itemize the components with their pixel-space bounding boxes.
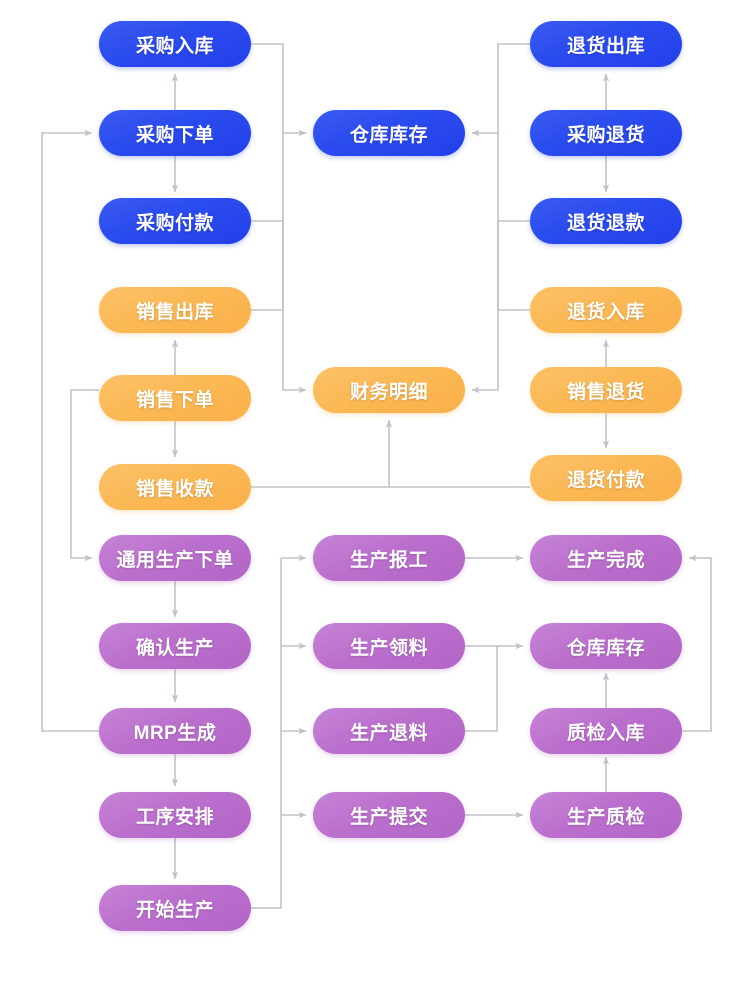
edge-return-inbound-to-warehouse <box>497 133 530 311</box>
node-label: 退货付款 <box>566 469 645 491</box>
node-label: 退货出库 <box>566 35 645 57</box>
node-n8[interactable]: 确认生产 <box>99 623 251 669</box>
node-label: 销售出库 <box>135 301 214 323</box>
node-r8[interactable]: 仓库库存 <box>530 623 682 669</box>
edge-purchase-inbound-to-warehouse <box>251 43 307 137</box>
node-label: 生产领料 <box>349 637 428 659</box>
edge-sales-order-to-production-order <box>70 389 99 562</box>
node-n2[interactable]: 采购下单 <box>99 110 251 156</box>
node-label: 通用生产下单 <box>116 549 234 571</box>
node-label: 生产退料 <box>349 722 428 744</box>
node-r9[interactable]: 质检入库 <box>530 708 682 754</box>
node-n5[interactable]: 销售下单 <box>99 375 251 421</box>
node-n6[interactable]: 销售收款 <box>99 464 251 510</box>
node-n11[interactable]: 开始生产 <box>99 885 251 931</box>
node-label: 生产报工 <box>349 549 428 571</box>
edge-material-return-to-warehouse2 <box>465 646 498 732</box>
node-label: 生产完成 <box>566 549 645 571</box>
node-label: 采购入库 <box>135 35 214 57</box>
edge-mrp-to-purchase-order <box>41 129 99 732</box>
node-n3[interactable]: 采购付款 <box>99 198 251 244</box>
node-label: 销售下单 <box>135 389 214 411</box>
node-m4[interactable]: 生产领料 <box>313 623 465 669</box>
edge-qc-inbound-to-production-complete <box>682 554 712 732</box>
node-r6[interactable]: 退货付款 <box>530 455 682 501</box>
edge-start-production-trunk <box>251 558 282 909</box>
node-r3[interactable]: 退货退款 <box>530 198 682 244</box>
node-r7[interactable]: 生产完成 <box>530 535 682 581</box>
node-label: 采购下单 <box>135 124 214 146</box>
node-n7[interactable]: 通用生产下单 <box>99 535 251 581</box>
node-m5[interactable]: 生产退料 <box>313 708 465 754</box>
node-label: MRP生成 <box>133 722 217 744</box>
node-r4[interactable]: 退货入库 <box>530 287 682 333</box>
node-label: 销售收款 <box>135 478 214 500</box>
node-label: 采购付款 <box>135 212 214 234</box>
node-label: 生产提交 <box>349 806 428 828</box>
node-label: 退货入库 <box>566 301 645 323</box>
node-label: 采购退货 <box>566 124 645 146</box>
node-m3[interactable]: 生产报工 <box>313 535 465 581</box>
node-m2[interactable]: 财务明细 <box>313 367 465 413</box>
node-label: 仓库库存 <box>566 637 645 659</box>
node-r2[interactable]: 采购退货 <box>530 110 682 156</box>
node-r1[interactable]: 退货出库 <box>530 21 682 67</box>
edge-sales-outbound-to-warehouse <box>251 133 284 311</box>
node-label: 确认生产 <box>135 637 214 659</box>
node-label: 质检入库 <box>566 722 645 744</box>
node-label: 开始生产 <box>135 899 214 921</box>
node-label: 退货退款 <box>566 212 645 234</box>
node-r5[interactable]: 销售退货 <box>530 367 682 413</box>
node-n9[interactable]: MRP生成 <box>99 708 251 754</box>
node-r10[interactable]: 生产质检 <box>530 792 682 838</box>
node-n4[interactable]: 销售出库 <box>99 287 251 333</box>
node-label: 仓库库存 <box>349 124 428 146</box>
node-m1[interactable]: 仓库库存 <box>313 110 465 156</box>
node-m6[interactable]: 生产提交 <box>313 792 465 838</box>
node-n1[interactable]: 采购入库 <box>99 21 251 67</box>
node-label: 工序安排 <box>135 806 214 828</box>
edge-purchase-payment-to-finance <box>251 220 307 394</box>
edge-return-refund-to-finance <box>471 220 530 394</box>
node-label: 生产质检 <box>566 806 645 828</box>
node-label: 财务明细 <box>349 381 428 403</box>
edge-return-outbound-to-warehouse <box>471 43 530 137</box>
node-n10[interactable]: 工序安排 <box>99 792 251 838</box>
node-label: 销售退货 <box>566 381 645 403</box>
